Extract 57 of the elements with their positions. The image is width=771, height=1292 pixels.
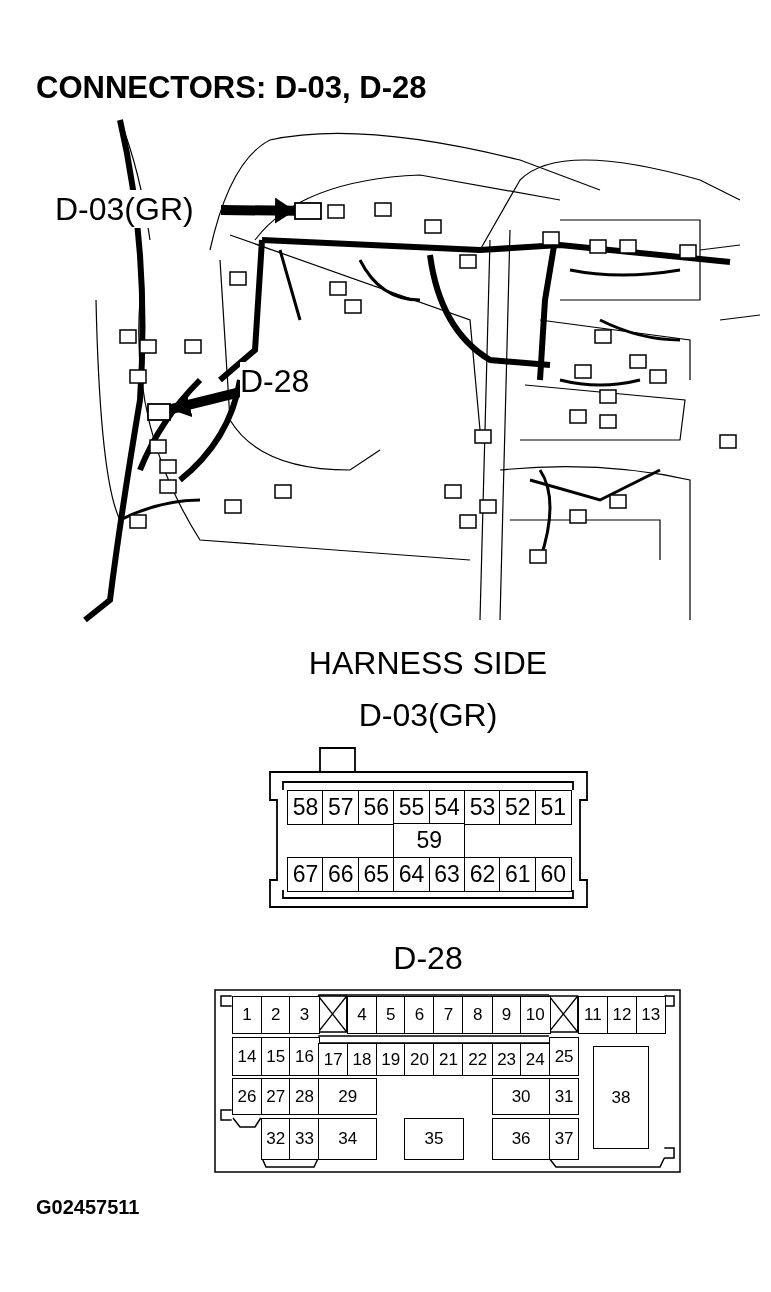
pin-number: 55 <box>393 790 431 825</box>
pin-number: 2 <box>260 996 291 1034</box>
harness-connector <box>147 403 171 421</box>
pin-number: 58 <box>287 790 324 825</box>
pin-number: 9 <box>491 996 522 1034</box>
pin-number: 16 <box>289 1037 320 1076</box>
figure-code: G02457511 <box>36 1196 140 1219</box>
pin-number: 27 <box>260 1078 291 1115</box>
pin-number: 67 <box>287 857 324 892</box>
pin-number: 53 <box>464 790 501 825</box>
connector-heading: D-03(GR) <box>358 697 498 733</box>
pin-number: 22 <box>462 1043 494 1076</box>
pin-number: 32 <box>260 1118 291 1160</box>
pin-number: 36 <box>491 1118 551 1160</box>
pin-number: 15 <box>260 1037 291 1076</box>
pin-number: 51 <box>534 790 572 825</box>
pin-number: 21 <box>433 1043 464 1076</box>
pin-number: 52 <box>499 790 537 825</box>
pin-number: 24 <box>520 1043 551 1076</box>
pin-number: 37 <box>549 1118 580 1160</box>
pin-number: 25 <box>549 1037 580 1076</box>
pin-number: 5 <box>375 996 406 1034</box>
harness-connector <box>294 202 322 220</box>
pin-number: 23 <box>491 1043 522 1076</box>
callout-label: D-28 <box>240 362 310 401</box>
connector-heading: D-28 <box>393 940 463 976</box>
pin-number: 13 <box>635 996 666 1034</box>
pin-number: 8 <box>462 996 494 1034</box>
pin-number: 66 <box>322 857 360 892</box>
arrow <box>220 200 296 221</box>
pin-number: 20 <box>404 1043 435 1076</box>
pin-number: 62 <box>464 857 501 892</box>
pin-number: 35 <box>404 1118 464 1160</box>
pin-number: 61 <box>499 857 537 892</box>
pin-number: 3 <box>289 996 320 1034</box>
pin-number: 29 <box>318 1078 378 1115</box>
pin-number: 28 <box>289 1078 320 1115</box>
pin-number: 1 <box>231 996 263 1034</box>
pin-number: 6 <box>404 996 435 1034</box>
pin-number: 30 <box>491 1078 551 1115</box>
diagram-title: CONNECTORS: D-03, D-28 <box>36 70 427 106</box>
pin-number: 64 <box>393 857 431 892</box>
pin-number: 34 <box>318 1118 378 1160</box>
callout-label: D-03(GR) <box>55 190 194 229</box>
connector-heading: HARNESS SIDE <box>308 645 548 681</box>
pin-number: 33 <box>289 1118 320 1160</box>
pin-number: 14 <box>231 1037 263 1076</box>
pin-number: 38 <box>592 1046 650 1149</box>
pin-number: 10 <box>520 996 551 1034</box>
pin-number: 7 <box>433 996 464 1034</box>
pin-number: 26 <box>231 1078 263 1115</box>
pin-number: 17 <box>318 1043 349 1076</box>
pin-number: 19 <box>375 1043 406 1076</box>
pin-number: 60 <box>534 857 572 892</box>
pin-number: 59 <box>393 823 466 858</box>
pin-number: 31 <box>549 1078 580 1115</box>
pin-number: 57 <box>322 790 360 825</box>
